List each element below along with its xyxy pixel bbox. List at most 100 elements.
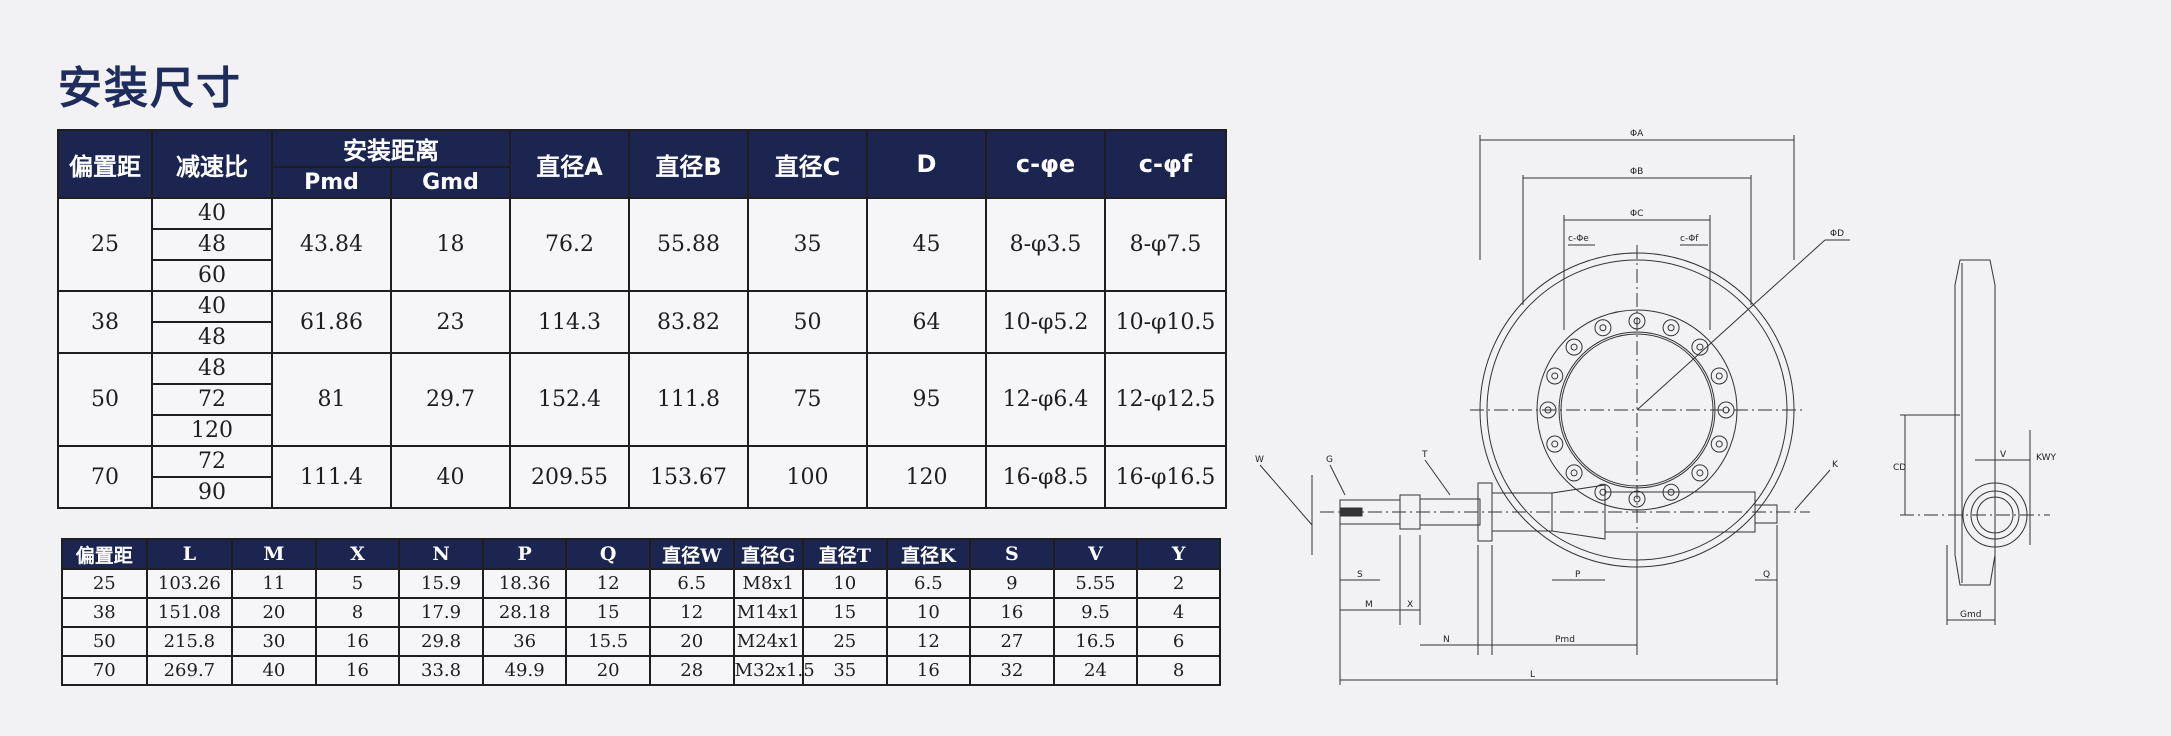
label-pmd: Pmd [1555,635,1575,645]
c-cell: 35 [747,197,868,292]
table2-header: 偏置距 [61,538,148,570]
table2-cell: 25 [802,626,888,657]
table2-cell: 28.18 [481,597,568,628]
d-cell: 64 [866,290,987,354]
page-title: 安装尺寸 [58,63,242,114]
table2-cell: 15.9 [398,568,484,599]
label-side-v: V [2000,450,2007,460]
label-x: X [1407,600,1413,610]
gmd-cell: 18 [390,197,511,292]
table2-cell: 36 [481,626,568,657]
header-offset: 偏置距 [57,129,153,199]
table2-cell: 8 [314,597,401,628]
table2-cell: 8 [1136,655,1221,686]
table2-cell: 9 [969,568,1055,599]
header-pmd: Pmd [271,166,392,199]
table2-cell: 12 [648,597,735,628]
table2-cell: 15 [802,597,888,628]
table2-header: L [145,538,234,570]
table2-cell: 5.55 [1052,568,1139,599]
bolt-hole [1539,401,1557,419]
table2-cell: 27 [969,626,1055,657]
table2-cell: M32x1.5 [732,655,815,686]
offset-cell: 38 [57,290,153,354]
label-side-cd: CD [1893,463,1906,473]
gmd-cell: 23 [390,290,511,354]
table2-header: 直径K [885,538,972,570]
table2-cell: 103.26 [145,568,234,599]
table2-cell: 30 [231,626,317,657]
table2-cell: 269.7 [145,655,234,686]
table2-cell: 18.36 [481,568,568,599]
label-c-phi-e: c-Φe [1568,234,1589,244]
bolt-hole-inner [1633,317,1641,325]
table2-cell: 38 [61,597,148,628]
b-cell: 55.88 [628,197,749,292]
ratio-cell: 90 [151,476,273,509]
table2-cell: 20 [565,655,651,686]
label-w: W [1255,455,1264,465]
bolt-hole [1546,367,1564,385]
table2-cell: 29.8 [398,626,484,657]
d-cell: 45 [866,197,987,292]
table2-cell: 15 [565,597,651,628]
technical-drawing: ΦA ΦB ΦC c-Φe c-Φf ΦD W G T K S P Q M X … [1255,129,2056,685]
table2-cell: 12 [565,568,651,599]
label-m: M [1365,600,1373,610]
table2-cell: 32 [969,655,1055,686]
table2-cell: 16.5 [1052,626,1139,657]
ratio-cell: 40 [151,290,273,323]
table2-cell: 10 [885,597,972,628]
label-c-phi-f: c-Φf [1680,234,1699,244]
table2-cell: 20 [648,626,735,657]
table2-header: N [398,538,484,570]
table2-cell: 16 [314,655,401,686]
table2-cell: 16 [969,597,1055,628]
header-ratio: 减速比 [151,129,273,199]
bolt-hole-inner [1667,324,1675,332]
bolt-hole [1691,464,1709,482]
header-diameter-c: 直径C [747,129,868,199]
bolt-hole-inner [1570,469,1578,477]
offset-cell: 50 [57,352,153,447]
table2-header: 直径G [732,538,805,570]
bolt-hole [1691,338,1709,356]
label-phi-d: ΦD [1830,229,1844,239]
ratio-cell: 72 [151,383,273,416]
table2-cell: 215.8 [145,626,234,657]
table2-cell: 6.5 [648,568,735,599]
bolt-hole-inner [1599,324,1607,332]
cf-cell: 12-φ12.5 [1104,352,1227,447]
table-row: 60 [58,259,1226,292]
label-p: P [1575,570,1581,580]
label-phi-c: ΦC [1630,209,1643,219]
table2-cell: 2 [1136,568,1221,599]
header-d: D [866,129,987,199]
table2-cell: 16 [885,655,972,686]
ce-cell: 8-φ3.5 [985,197,1106,292]
table-row: 120 [58,414,1226,447]
table2-cell: 11 [231,568,317,599]
table2-header: P [481,538,568,570]
bolt-hole-inner [1551,440,1559,448]
bolt-hole-inner [1633,495,1641,503]
table2-cell: 12 [885,626,972,657]
c-cell: 50 [747,290,868,354]
bolt-hole [1628,312,1646,330]
table-row: 48 [58,228,1226,261]
mounting-dimensions-table: 偏置距 减速比 安装距离 直径A 直径B 直径C D c-φe c-φf Pmd… [57,129,1227,509]
table2-header: Q [565,538,651,570]
table2-cell: 5 [314,568,401,599]
label-s: S [1357,570,1363,580]
bolt-hole [1717,401,1735,419]
a-cell: 76.2 [509,197,630,292]
ratio-cell: 72 [151,445,273,478]
pmd-cell: 61.86 [271,290,392,354]
ratio-cell: 60 [151,259,273,292]
cf-cell: 10-φ10.5 [1104,290,1227,354]
